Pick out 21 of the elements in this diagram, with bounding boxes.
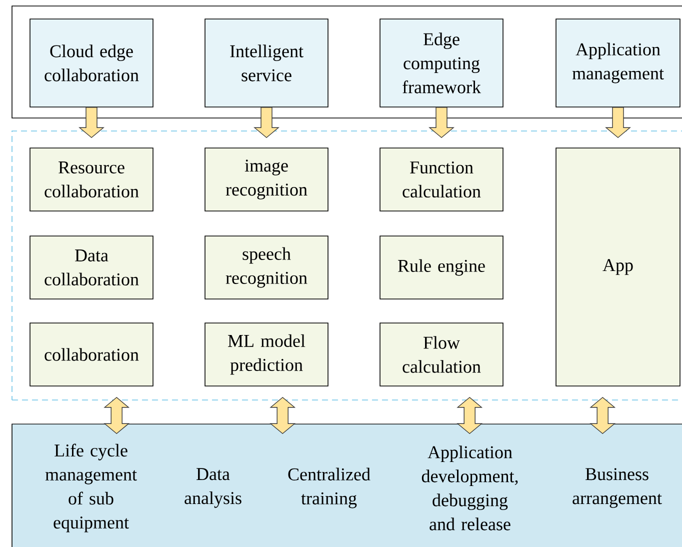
process-box: Rule engine <box>380 236 504 300</box>
block-arrow <box>605 107 631 138</box>
process-box: speech recognition <box>204 236 328 300</box>
band-panel: Life cycle management of sub equipment Data analysis Centralized training Application development, debugging and release Business arrangement <box>12 424 682 547</box>
process-box: Function calculation <box>380 148 504 212</box>
block-arrow <box>78 107 104 138</box>
process-box: Resource collaboration <box>30 148 154 212</box>
process-box: image recognition <box>204 148 328 212</box>
panel-frame <box>12 6 682 118</box>
block-arrow <box>254 107 280 138</box>
process-box: App <box>556 148 680 386</box>
process-box: Cloud edge collaboration <box>30 18 154 108</box>
process-box: Edge computing framework <box>380 18 504 108</box>
dashed-region <box>12 130 682 400</box>
process-box: Data collaboration <box>30 236 154 300</box>
block-arrow <box>428 107 454 138</box>
process-box: ML model prediction <box>204 322 328 386</box>
process-box: Flow calculation <box>380 322 504 386</box>
process-box: Application management <box>556 18 680 108</box>
process-box: Intelligent service <box>204 18 328 108</box>
process-box: collaboration <box>30 322 154 386</box>
